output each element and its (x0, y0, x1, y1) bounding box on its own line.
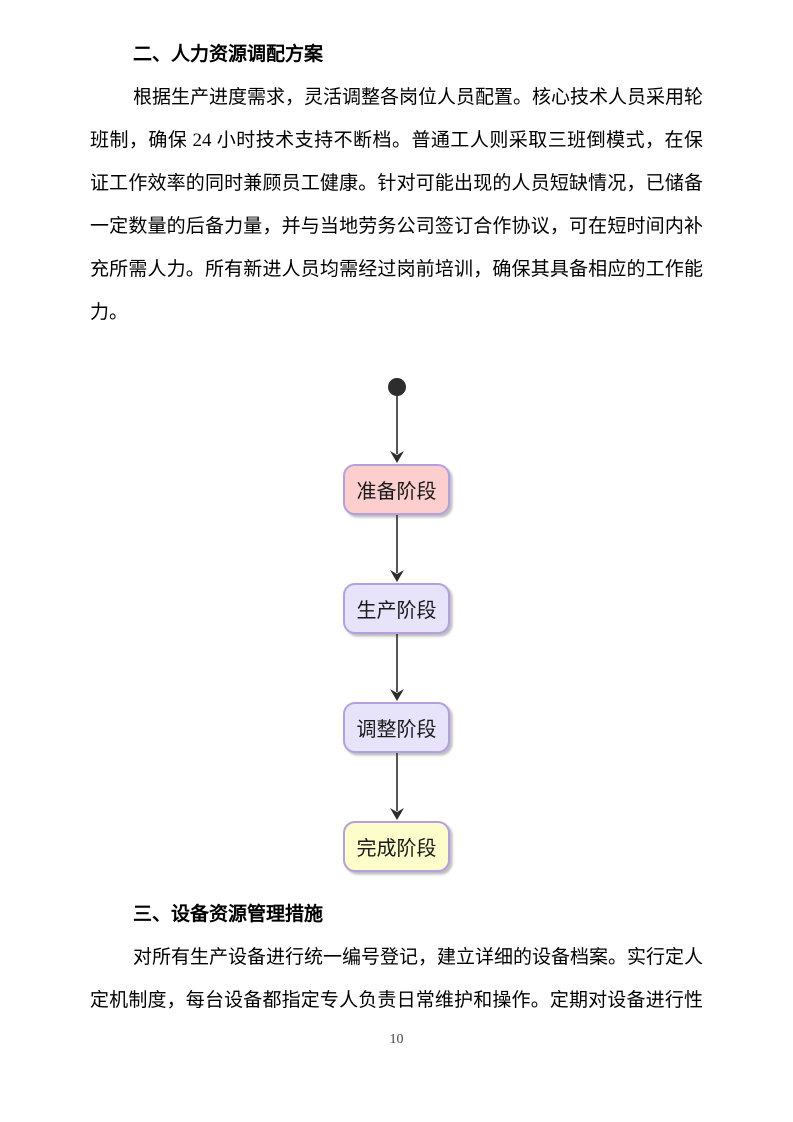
arrow-down-icon (389, 634, 404, 701)
stage-label: 调整阶段 (356, 719, 437, 741)
arrow-down-icon (389, 396, 404, 463)
stage-label: 完成阶段 (356, 838, 437, 860)
arrow-down-icon (389, 753, 404, 820)
section-3-paragraph: 对所有生产设备进行统一编号登记，建立详细的设备档案。实行定人定机制度，每台设备都… (90, 947, 704, 1011)
stage-box-4: 完成阶段 (343, 821, 450, 872)
section-2-paragraph: 根据生产进度需求，灵活调整各岗位人员配置。核心技术人员采用轮班制，确保 24 小… (90, 87, 704, 323)
section-2: 二、人力资源调配方案 根据生产进度需求，灵活调整各岗位人员配置。核心技术人员采用… (90, 33, 703, 334)
page-number: 10 (389, 1032, 404, 1047)
section-3: 三、设备资源管理措施 对所有生产设备进行统一编号登记，建立详细的设备档案。实行定… (90, 893, 703, 1022)
start-node-circle (387, 378, 406, 396)
stage-label: 生产阶段 (356, 600, 437, 622)
stage-box-2: 生产阶段 (343, 583, 450, 634)
arrow-down-icon (389, 515, 404, 582)
section-2-heading: 二、人力资源调配方案 (133, 44, 324, 65)
section-3-heading: 三、设备资源管理措施 (133, 904, 324, 925)
stage-box-3: 调整阶段 (343, 702, 450, 753)
stage-label: 准备阶段 (356, 481, 437, 503)
stage-flowchart: 准备阶段 生产阶段 调整阶段 完成阶段 (0, 378, 793, 872)
stage-box-1: 准备阶段 (343, 464, 450, 515)
